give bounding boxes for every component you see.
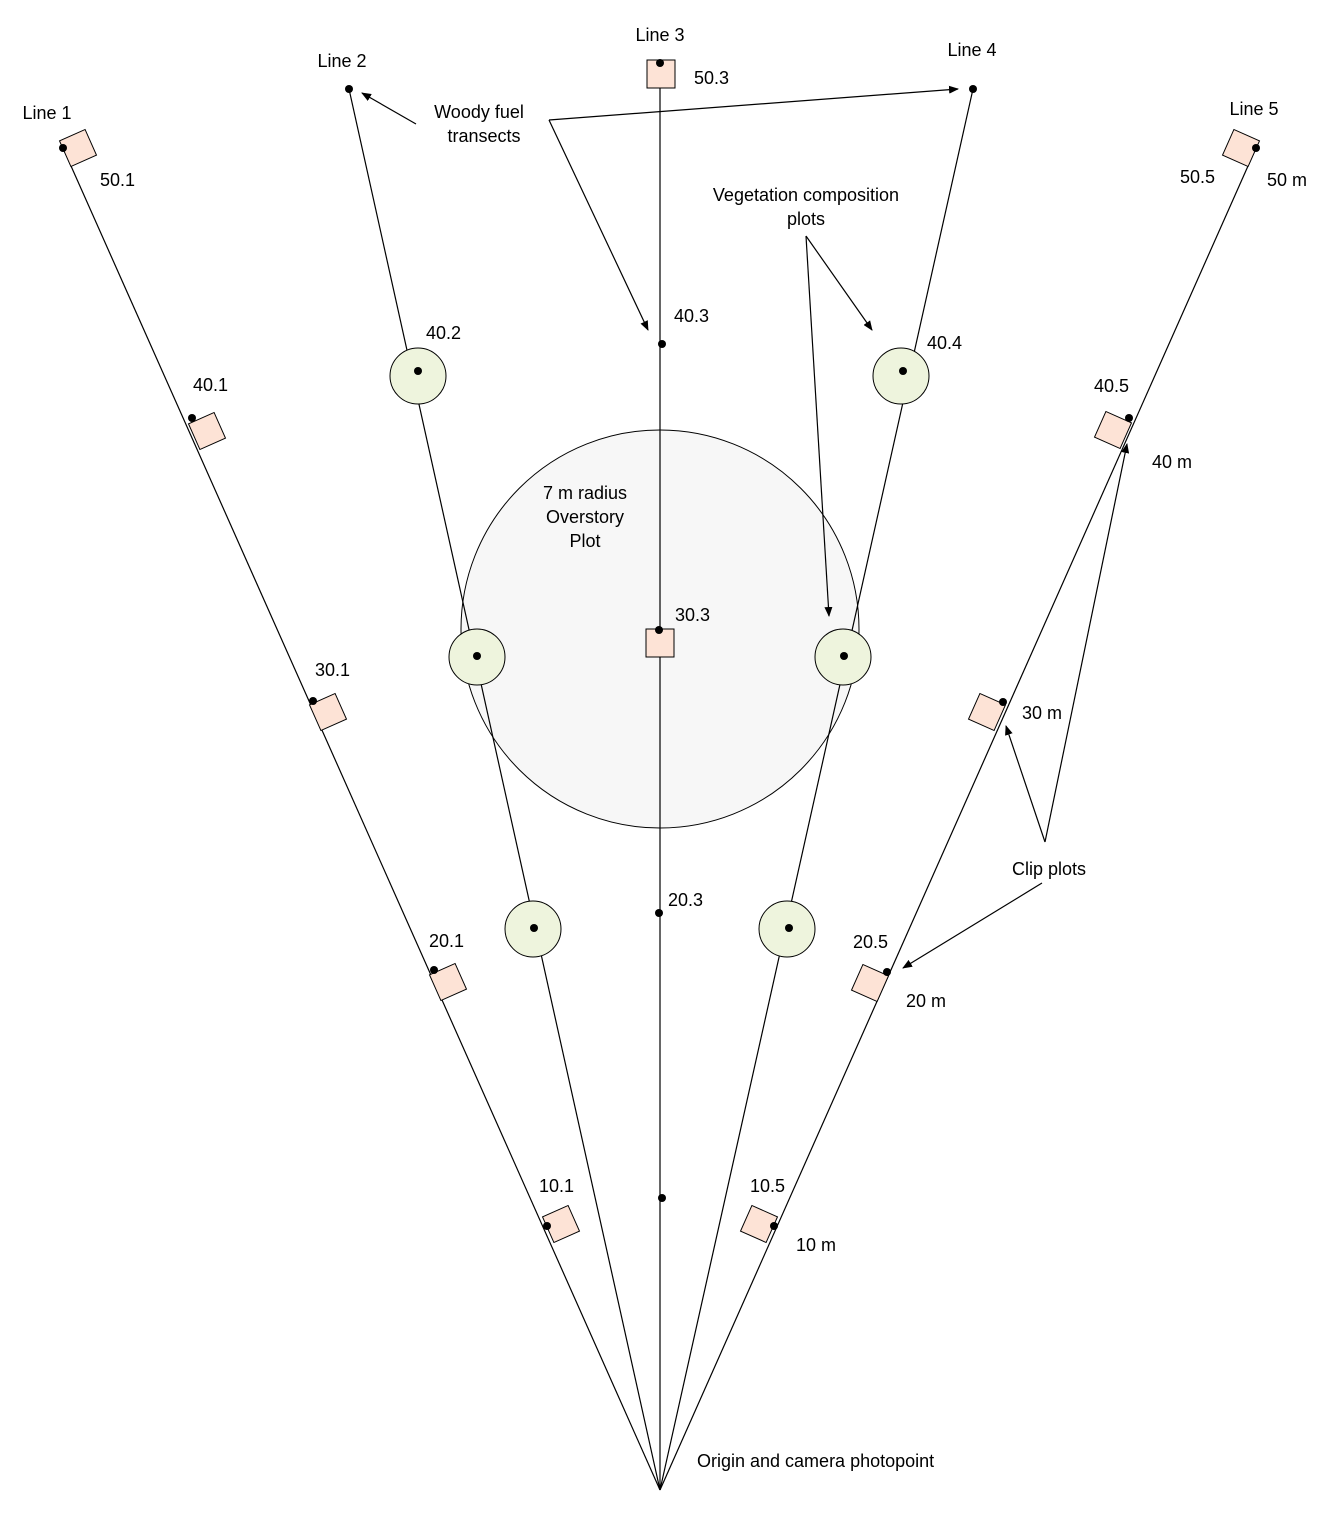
station-point [473,652,481,660]
clip-plot-10-5 [739,1204,779,1244]
station-label-10-1: 10.1 [539,1176,574,1196]
distance-label-40m: 40 m [1152,452,1192,472]
arrow-woody-fuel-to-line-2 [361,92,417,125]
station-point [430,966,438,974]
station-point [899,367,907,375]
clip-plot-40-1 [187,411,227,451]
arrow-clip-plots-to-30-5 [1005,725,1046,843]
station-point [840,652,848,660]
clip-plot-30-1 [308,692,348,732]
clip-plot-50-1 [58,128,98,168]
clip-plot-30-5 [967,692,1007,732]
station-label-30-3: 30.3 [675,605,710,625]
veg-plot-40-2 [389,347,447,405]
line-1-label: Line 1 [22,103,71,123]
station-point [883,968,891,976]
arrow-clip-plots-to-20-5 [902,882,1043,969]
arrow-clip-plots-to-40-5 [1044,443,1130,843]
line-4-label: Line 4 [947,40,996,60]
transect-line-5 [659,147,1257,1491]
station-point [1125,414,1133,422]
callout-overstory-line-1: 7 m radius [543,483,627,503]
station-point [770,1222,778,1230]
callout-woody-fuel-line-1: Woody fuel [434,102,524,122]
station-label-20-3: 20.3 [668,890,703,910]
station-label-20-5: 20.5 [853,932,888,952]
callout-woody-fuel-line-2: transects [447,126,520,146]
callout-vegetation-line-2: plots [787,209,825,229]
line-2-label: Line 2 [317,51,366,71]
distance-label-10m: 10 m [796,1235,836,1255]
callout-vegetation-line-1: Vegetation composition [713,185,899,205]
station-label-10-5: 10.5 [750,1176,785,1196]
station-label-40-3: 40.3 [674,306,709,326]
arrow-woody-fuel-to-line-4 [548,85,959,121]
distance-label-30m: 30 m [1022,703,1062,723]
arrow-vegetation-to-30-4 [805,235,833,617]
station-point [543,1222,551,1230]
transect-line-1 [62,147,661,1491]
line-3-label: Line 3 [635,25,684,45]
veg-plot-40-4 [872,347,930,405]
station-point [530,924,538,932]
station-point [309,697,317,705]
station-point [785,924,793,932]
station-point [345,85,353,93]
station-label-40-5: 40.5 [1094,376,1129,396]
station-point [655,626,663,634]
station-point [59,144,67,152]
station-point [414,367,422,375]
callout-clip-plots: Clip plots [1012,859,1086,879]
line-5-label: Line 5 [1229,99,1278,119]
station-point [188,414,196,422]
station-point [658,1194,666,1202]
station-label-50-3: 50.3 [694,68,729,88]
station-point [655,909,663,917]
station-point [656,59,664,67]
station-point [999,698,1007,706]
station-point [969,85,977,93]
callout-overstory-line-3: Plot [569,531,600,551]
clip-plot-40-5 [1093,410,1133,450]
station-label-40-4: 40.4 [927,333,962,353]
clip-plot-20-5 [850,963,890,1003]
arrow-woody-fuel-to-line-3 [548,119,649,331]
station-label-50-5: 50.5 [1180,167,1215,187]
transect-line-2 [348,88,661,1491]
station-point [658,340,666,348]
station-label-50-1: 50.1 [100,170,135,190]
callout-origin: Origin and camera photopoint [697,1451,934,1471]
station-label-20-1: 20.1 [429,931,464,951]
station-point [1252,144,1260,152]
arrow-vegetation-to-40-4 [805,235,873,331]
station-points [59,59,1260,1230]
station-label-40-2: 40.2 [426,323,461,343]
callout-overstory-line-2: Overstory [546,507,624,527]
station-label-40-1: 40.1 [193,375,228,395]
station-label-30-1: 30.1 [315,660,350,680]
clip-plot-20-1 [428,962,468,1002]
clip-plot-50-5 [1221,128,1261,168]
distance-label-50m: 50 m [1267,170,1307,190]
distance-label-20m: 20 m [906,991,946,1011]
transect-line-4 [659,88,974,1491]
